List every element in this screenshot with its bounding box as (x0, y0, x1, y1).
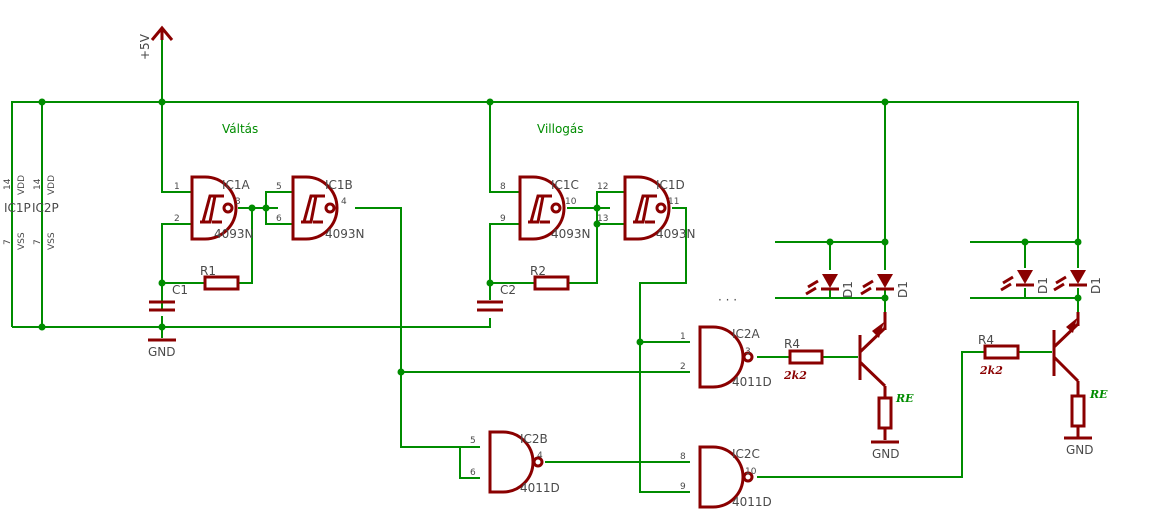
svg-text:D1: D1 (841, 281, 855, 298)
svg-text:7: 7 (3, 239, 13, 245)
svg-text:9: 9 (680, 482, 686, 492)
svg-text:2k2: 2k2 (783, 369, 807, 382)
svg-text:VSS: VSS (17, 232, 27, 250)
gate-ic1c: 8 9 10 IC1C 4093N (500, 175, 591, 241)
ic1p-label: IC1P (4, 201, 31, 215)
ic2p-label: IC2P (32, 201, 59, 215)
ic2c-name: IC2C (732, 447, 760, 461)
gate-ic1a: 1 2 3 IC1A 4093N (174, 175, 254, 241)
svg-text:4: 4 (341, 197, 347, 207)
svg-text:7: 7 (33, 239, 43, 245)
gate-ic1b: 5 6 4 IC1B 4093N (276, 175, 365, 241)
svg-text:10: 10 (565, 197, 577, 207)
led-right-2: D1 (1053, 270, 1103, 294)
svg-text:6: 6 (276, 214, 282, 224)
ic2c-type: 4011D (732, 495, 772, 509)
svg-text:13: 13 (597, 214, 608, 224)
svg-text:RE: RE (1089, 388, 1108, 401)
ground-rail (12, 318, 491, 328)
led-left-1: D1 (805, 274, 855, 298)
gate-ic2a: 1 2 3 IC2A 4011D (680, 325, 772, 389)
led-left-2: D1 (860, 274, 910, 298)
svg-text:R2: R2 (530, 264, 546, 278)
gate-ic2b: 5 6 4 IC2B 4011D (470, 430, 560, 495)
svg-text:D1: D1 (896, 281, 910, 298)
svg-text:14: 14 (3, 178, 13, 190)
svg-text:2k2: 2k2 (979, 364, 1003, 377)
svg-text:C1: C1 (172, 283, 188, 297)
svg-text:6: 6 (470, 468, 476, 478)
svg-text:3: 3 (745, 347, 751, 357)
svg-text:2: 2 (174, 214, 180, 224)
ic1a-type: 4093N (214, 227, 254, 241)
ic1c-type: 4093N (551, 227, 591, 241)
svg-text:VDD: VDD (47, 175, 57, 195)
led-right-1: D1 (1000, 270, 1050, 294)
transistor-right: RE GND (1052, 312, 1108, 457)
svg-text:R1: R1 (200, 264, 216, 278)
ic2a-name: IC2A (732, 327, 761, 341)
junctions (38, 98, 1082, 376)
ic2a-type: 4011D (732, 375, 772, 389)
power-pins: 14 VDD 14 VDD IC1P IC2P 7 VSS 7 VSS (3, 175, 59, 250)
svg-text:14: 14 (33, 178, 43, 190)
capacitor-c1: C1 (149, 283, 188, 312)
svg-text:4: 4 (537, 451, 543, 461)
supply-symbol: +5V (138, 25, 174, 60)
resistor-r2: R2 (530, 264, 570, 291)
supply-label: +5V (138, 33, 152, 60)
svg-text:C2: C2 (500, 283, 516, 297)
svg-text:GND: GND (148, 345, 176, 359)
ic1b-name: IC1B (325, 178, 353, 192)
ic1a-name: IC1A (222, 178, 251, 192)
svg-text:5: 5 (470, 436, 476, 446)
resistor-r4-right: R4 2k2 (978, 333, 1020, 377)
svg-text:GND: GND (1066, 443, 1094, 457)
svg-text:3: 3 (235, 197, 241, 207)
section-label-valtas: Váltás (222, 122, 258, 136)
resistor-r4-left: R4 2k2 (783, 337, 824, 382)
ic1d-type: 4093N (656, 227, 696, 241)
svg-text:R4: R4 (978, 333, 994, 347)
ic1c-name: IC1C (551, 178, 579, 192)
svg-text:VSS: VSS (47, 232, 57, 250)
ic2b-name: IC2B (520, 432, 548, 446)
gate-ic2c: 8 9 10 IC2C 4011D (680, 445, 772, 509)
svg-text:8: 8 (500, 182, 506, 192)
svg-text:10: 10 (745, 467, 757, 477)
svg-text:2: 2 (680, 362, 686, 372)
svg-text:12: 12 (597, 182, 608, 192)
section-label-villogas: Villogás (537, 122, 584, 136)
svg-text:RE: RE (895, 392, 914, 405)
resistor-r1: R1 (200, 264, 240, 291)
svg-text:D1: D1 (1036, 277, 1050, 294)
svg-text:5: 5 (276, 182, 282, 192)
svg-text:R4: R4 (784, 337, 800, 351)
supply-rail (11, 101, 1079, 327)
svg-text:8: 8 (680, 452, 686, 462)
ic1b-type: 4093N (325, 227, 365, 241)
svg-text:9: 9 (500, 214, 506, 224)
svg-text:1: 1 (174, 182, 180, 192)
svg-text:1: 1 (680, 332, 686, 342)
ic1d-name: IC1D (656, 178, 685, 192)
ground-c1: GND (148, 338, 176, 359)
svg-text:D1: D1 (1089, 277, 1103, 294)
svg-text:11: 11 (668, 197, 679, 207)
svg-text:GND: GND (872, 447, 900, 461)
gate-ic1d: 12 13 11 IC1D 4093N (597, 175, 696, 241)
transistor-left: RE GND (858, 312, 914, 461)
ic2b-type: 4011D (520, 481, 560, 495)
ellipsis: · · · (718, 293, 737, 307)
capacitor-c2: C2 (477, 283, 516, 312)
svg-text:VDD: VDD (17, 175, 27, 195)
